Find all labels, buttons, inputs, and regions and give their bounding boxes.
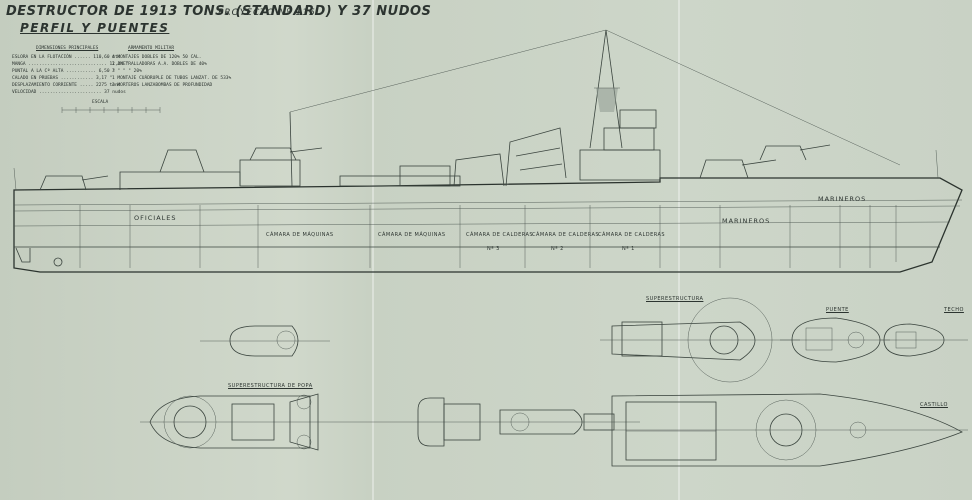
forward-superstructure-plan: [600, 297, 800, 383]
compartment-label: CÁMARA DE CALDERAS: [466, 232, 534, 238]
armament-row: 4 MONTAJES DOBLES DE 120% 50 CAL.: [112, 55, 202, 60]
aft-superstructure-plan: [140, 393, 640, 451]
section-label-roof: TECHO: [944, 307, 964, 313]
drawing-title: DESTRUCTOR DE 1913 TONS. (STANDARD) Y 37…: [6, 4, 432, 19]
section-label-bridge: PUENTE: [826, 307, 849, 313]
crew-quarters-label: MARINEROS: [818, 195, 867, 203]
section-label-aft-superstructure: SUPERESTRUCTURA DE POPA: [228, 383, 313, 389]
boiler-label: Nº 2: [551, 246, 564, 252]
project-number: PROYECTO Nº 115: [218, 8, 316, 18]
compartment-label: CÁMARA DE CALDERAS: [532, 232, 600, 238]
small-platform-plan: [200, 325, 330, 357]
armament-heading: ARMAMENTO MILITAR: [128, 46, 175, 51]
armament-row: 1 MONTAJE CUÁDRUPLE DE TUBOS LANZAT. DE …: [112, 76, 232, 81]
scale-bar: [61, 107, 161, 113]
boiler-label: Nº 3: [487, 246, 500, 252]
dimension-row: VELOCIDAD ....................... 37 nud…: [12, 90, 126, 95]
bridge-plan: [780, 317, 890, 363]
compartment-label: CÁMARA DE MÁQUINAS: [266, 232, 334, 238]
section-label-superstructure: SUPERESTRUCTURA: [646, 296, 704, 302]
compartment-label: CÁMARA DE MÁQUINAS: [378, 232, 446, 238]
boiler-label: Nº 1: [622, 246, 635, 252]
armament-row: 2 MORTEROS LANZABOMBAS DE PROFUNDIDAD: [112, 83, 213, 88]
armament-row: 3 " " " 20%: [112, 69, 142, 74]
officers-quarters-label: OFICIALES: [134, 214, 177, 222]
dimension-row: DESPLAZAMIENTO CORRIENTE ..... 2275 tons: [12, 83, 121, 88]
compartment-label: CÁMARA DE CALDERAS: [598, 232, 666, 238]
dimension-row: PUNTAL A LA Cª ALTA ........... 6,50 ": [12, 69, 115, 74]
dimension-row: ESLORA EN LA FLOTACIÓN ...... 110,60 mts: [12, 55, 121, 60]
paper-fold-line: [372, 0, 374, 500]
dimension-row: MANGA ............................. 11,2…: [12, 62, 129, 67]
drawing-subtitle: PERFIL Y PUENTES: [20, 21, 170, 35]
section-label-forecastle: CASTILLO: [920, 402, 948, 408]
armament-row: 2 AMETRALLADORAS A.A. DOBLES DE 40%: [112, 62, 207, 67]
dimensions-heading: DIMENSIONES PRINCIPALES: [36, 46, 99, 51]
scale-label: ESCALA: [92, 100, 109, 105]
dimension-row: CALADO EN PRUEBAS ............ 3,17 ": [12, 76, 113, 81]
paper-fold-line: [678, 0, 680, 500]
ship-side-profile: [13, 29, 963, 273]
forecastle-plan: [600, 393, 968, 467]
roof-plan: [880, 323, 968, 357]
crew-quarters-label: MARINEROS: [722, 217, 771, 225]
